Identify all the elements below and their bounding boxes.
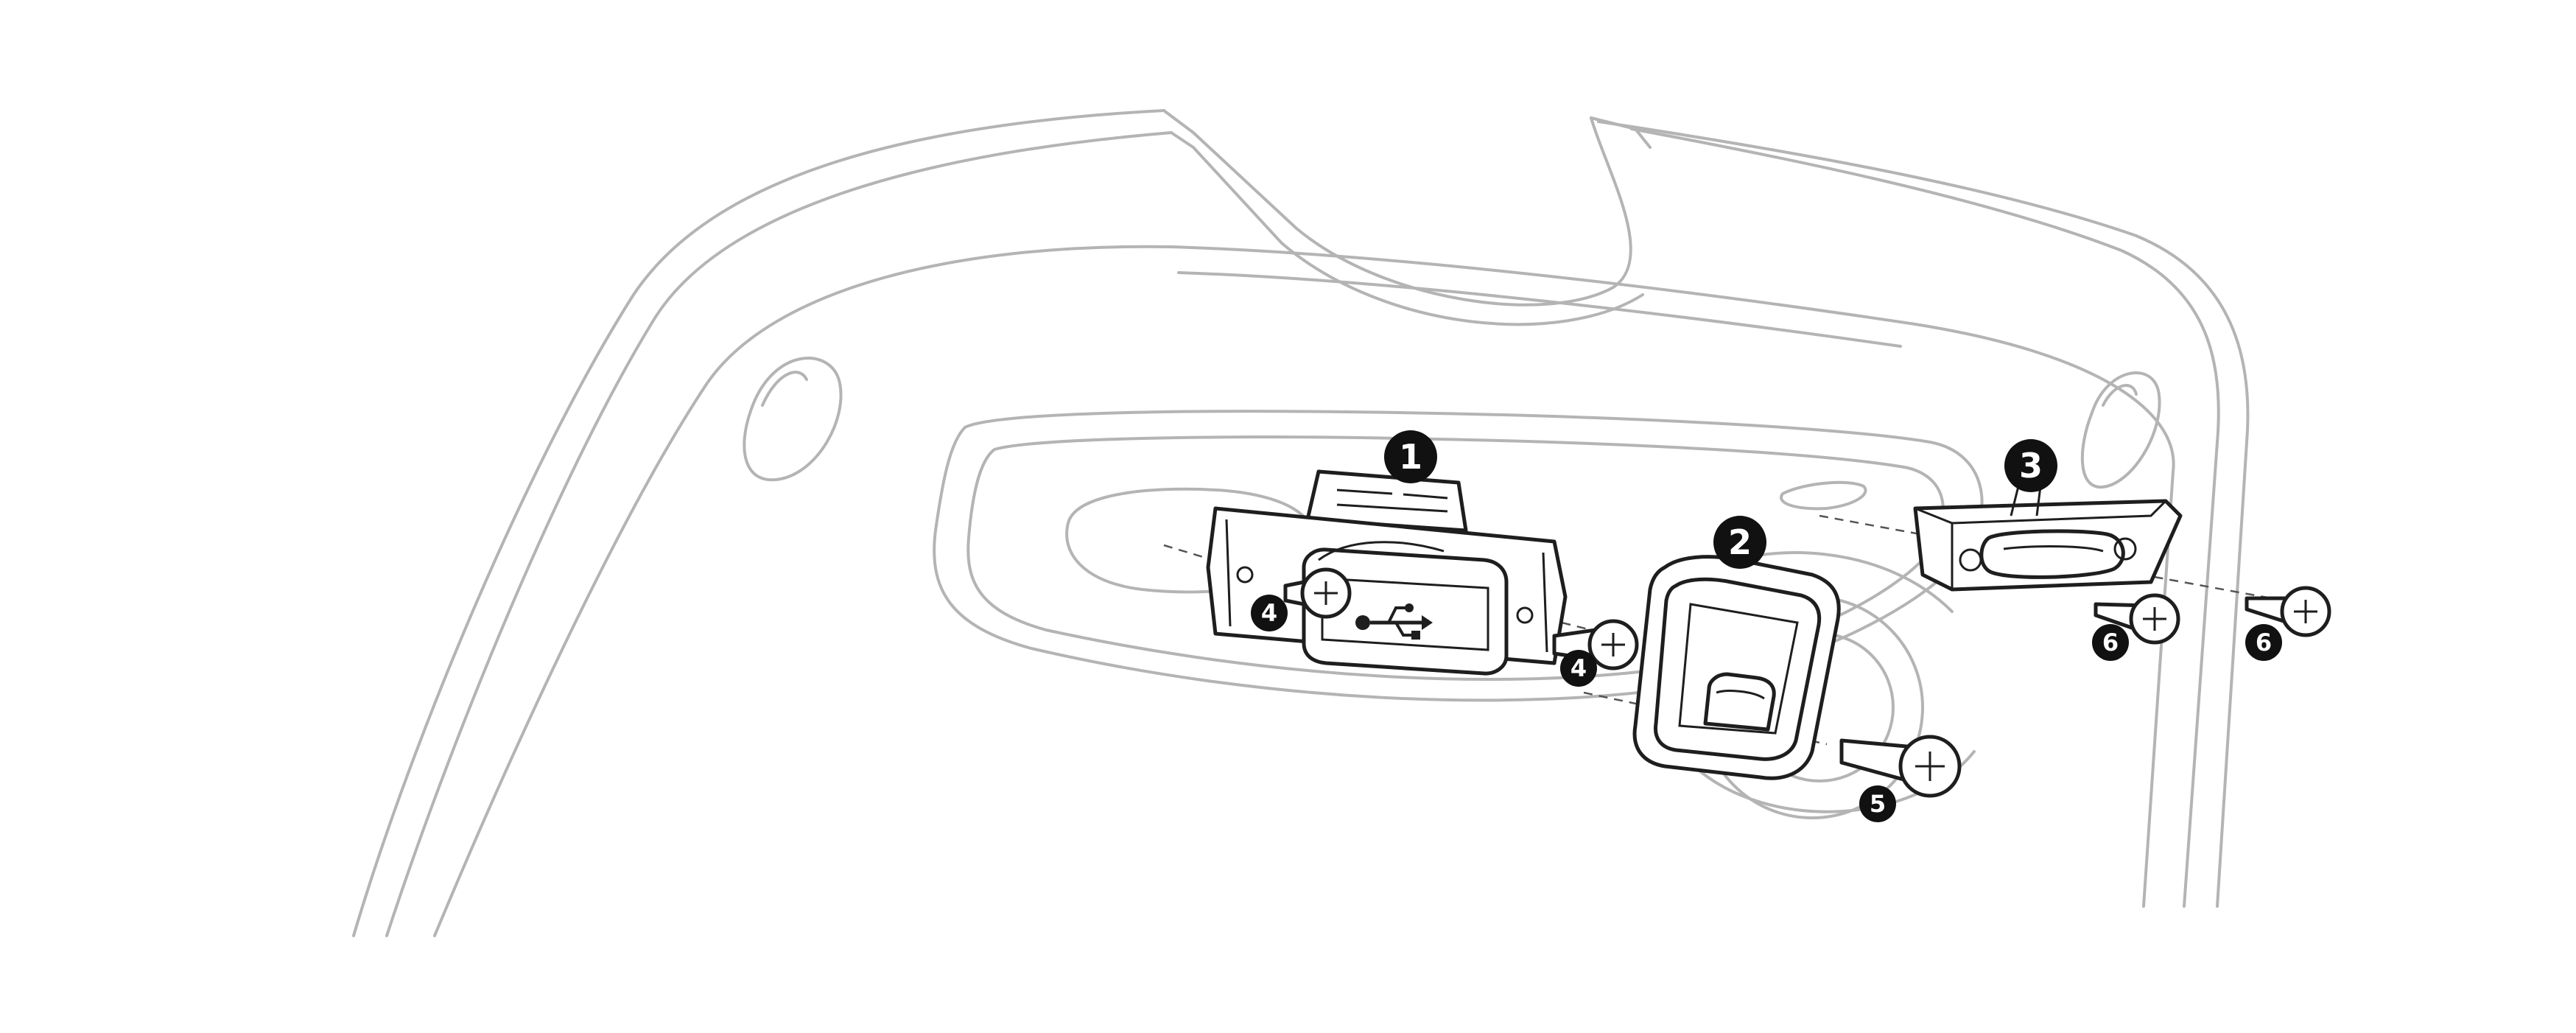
screw-housing-left	[2094, 593, 2180, 645]
port-cover-seal	[1632, 555, 1841, 780]
screw-bracket-right	[1552, 619, 1639, 670]
callout-6-right: 6	[2245, 624, 2282, 661]
callout-4-left: 4	[1251, 595, 1288, 631]
svg-text:6: 6	[2102, 628, 2119, 656]
callout-1: 1	[1384, 430, 1437, 483]
svg-text:5: 5	[1870, 790, 1886, 818]
screw-housing-right	[2245, 586, 2331, 637]
svg-text:2: 2	[1728, 522, 1752, 562]
connector-housing	[1913, 485, 2183, 592]
screw-bracket-left	[1283, 567, 1352, 619]
callout-3: 3	[2004, 439, 2057, 492]
callout-4-right: 4	[1560, 650, 1597, 687]
callout-5: 5	[1859, 785, 1896, 822]
svg-text:4: 4	[1261, 599, 1277, 627]
device-housing	[352, 109, 2250, 937]
svg-text:4: 4	[1570, 654, 1587, 682]
svg-text:3: 3	[2019, 446, 2043, 486]
callout-6-left: 6	[2092, 624, 2129, 661]
usb-port-bracket	[1206, 469, 1568, 676]
callout-2: 2	[1713, 516, 1766, 569]
svg-text:1: 1	[1399, 437, 1422, 477]
screw-cover	[1839, 735, 1962, 798]
svg-text:6: 6	[2256, 628, 2272, 656]
usb-icon	[1355, 603, 1433, 640]
